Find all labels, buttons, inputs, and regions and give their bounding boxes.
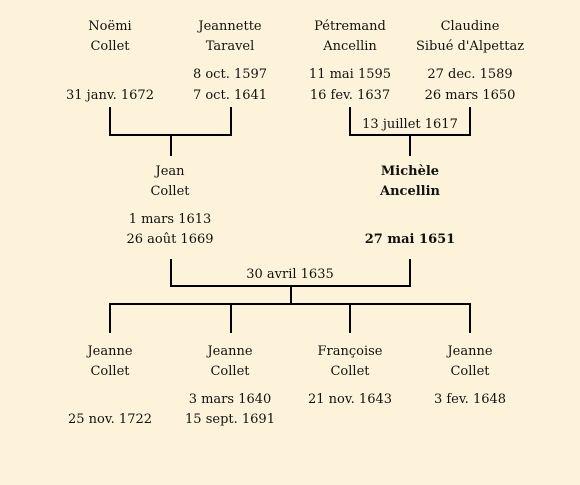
child-2-last-name: Collet	[210, 364, 250, 379]
marriage-date-ancellin: 13 juillet 1617	[362, 117, 458, 132]
siblings-line	[109, 303, 471, 305]
child-4-birth: 3 fev. 1648	[433, 392, 507, 407]
connector-line	[349, 107, 351, 136]
parent-1-first-name: Jean	[155, 164, 185, 179]
parent-1-birth: 1 mars 1613	[128, 212, 212, 227]
child-3-last-name: Collet	[330, 364, 370, 379]
grandparent-4-death: 26 mars 1650	[424, 88, 516, 103]
grandparent-4-last-name: Sibué d'Alpettaz	[415, 39, 525, 54]
connector-line	[230, 107, 232, 136]
connector-line	[170, 259, 172, 287]
child-4-first-name: Jeanne	[447, 344, 493, 359]
grandparent-3-first-name: Pétremand	[314, 19, 386, 34]
grandparent-2-birth: 8 oct. 1597	[192, 67, 268, 82]
parent-2-last-name: Ancellin	[380, 184, 440, 199]
marriage-date-parents: 30 avril 1635	[246, 267, 334, 282]
child-line	[349, 303, 351, 333]
parent-2-first-name: Michèle	[380, 164, 440, 179]
child-1-first-name: Jeanne	[87, 344, 133, 359]
parent-2-death: 27 mai 1651	[364, 232, 456, 247]
grandparent-3-death: 16 fev. 1637	[309, 88, 391, 103]
child-4-last-name: Collet	[450, 364, 490, 379]
child-3-birth: 21 nov. 1643	[307, 392, 393, 407]
parent-1-death: 26 août 1669	[126, 232, 214, 247]
descent-line	[170, 134, 172, 156]
grandparent-4-first-name: Claudine	[440, 19, 500, 34]
child-line	[109, 303, 111, 333]
grandparent-2-death: 7 oct. 1641	[192, 88, 268, 103]
descent-line	[409, 134, 411, 156]
grandparent-3-last-name: Ancellin	[323, 39, 377, 54]
child-line	[230, 303, 232, 333]
child-1-last-name: Collet	[90, 364, 130, 379]
connector-line	[469, 107, 471, 136]
grandparent-1-death: 31 janv. 1672	[66, 88, 154, 103]
grandparent-4-birth: 27 dec. 1589	[427, 67, 513, 82]
child-2-death: 15 sept. 1691	[185, 412, 275, 427]
connector-line	[409, 259, 411, 287]
child-2-birth: 3 mars 1640	[188, 392, 272, 407]
child-line	[469, 303, 471, 333]
parent-1-last-name: Collet	[150, 184, 190, 199]
grandparent-2-first-name: Jeannette	[198, 19, 262, 34]
child-2-first-name: Jeanne	[207, 344, 253, 359]
connector-line	[109, 107, 111, 136]
grandparent-2-last-name: Taravel	[205, 39, 255, 54]
descent-line	[290, 285, 292, 305]
child-1-death: 25 nov. 1722	[67, 412, 153, 427]
grandparent-1-first-name: Noëmi	[88, 19, 132, 34]
grandparent-3-birth: 11 mai 1595	[308, 67, 392, 82]
grandparent-1-last-name: Collet	[90, 39, 130, 54]
child-3-first-name: Françoise	[317, 344, 383, 359]
